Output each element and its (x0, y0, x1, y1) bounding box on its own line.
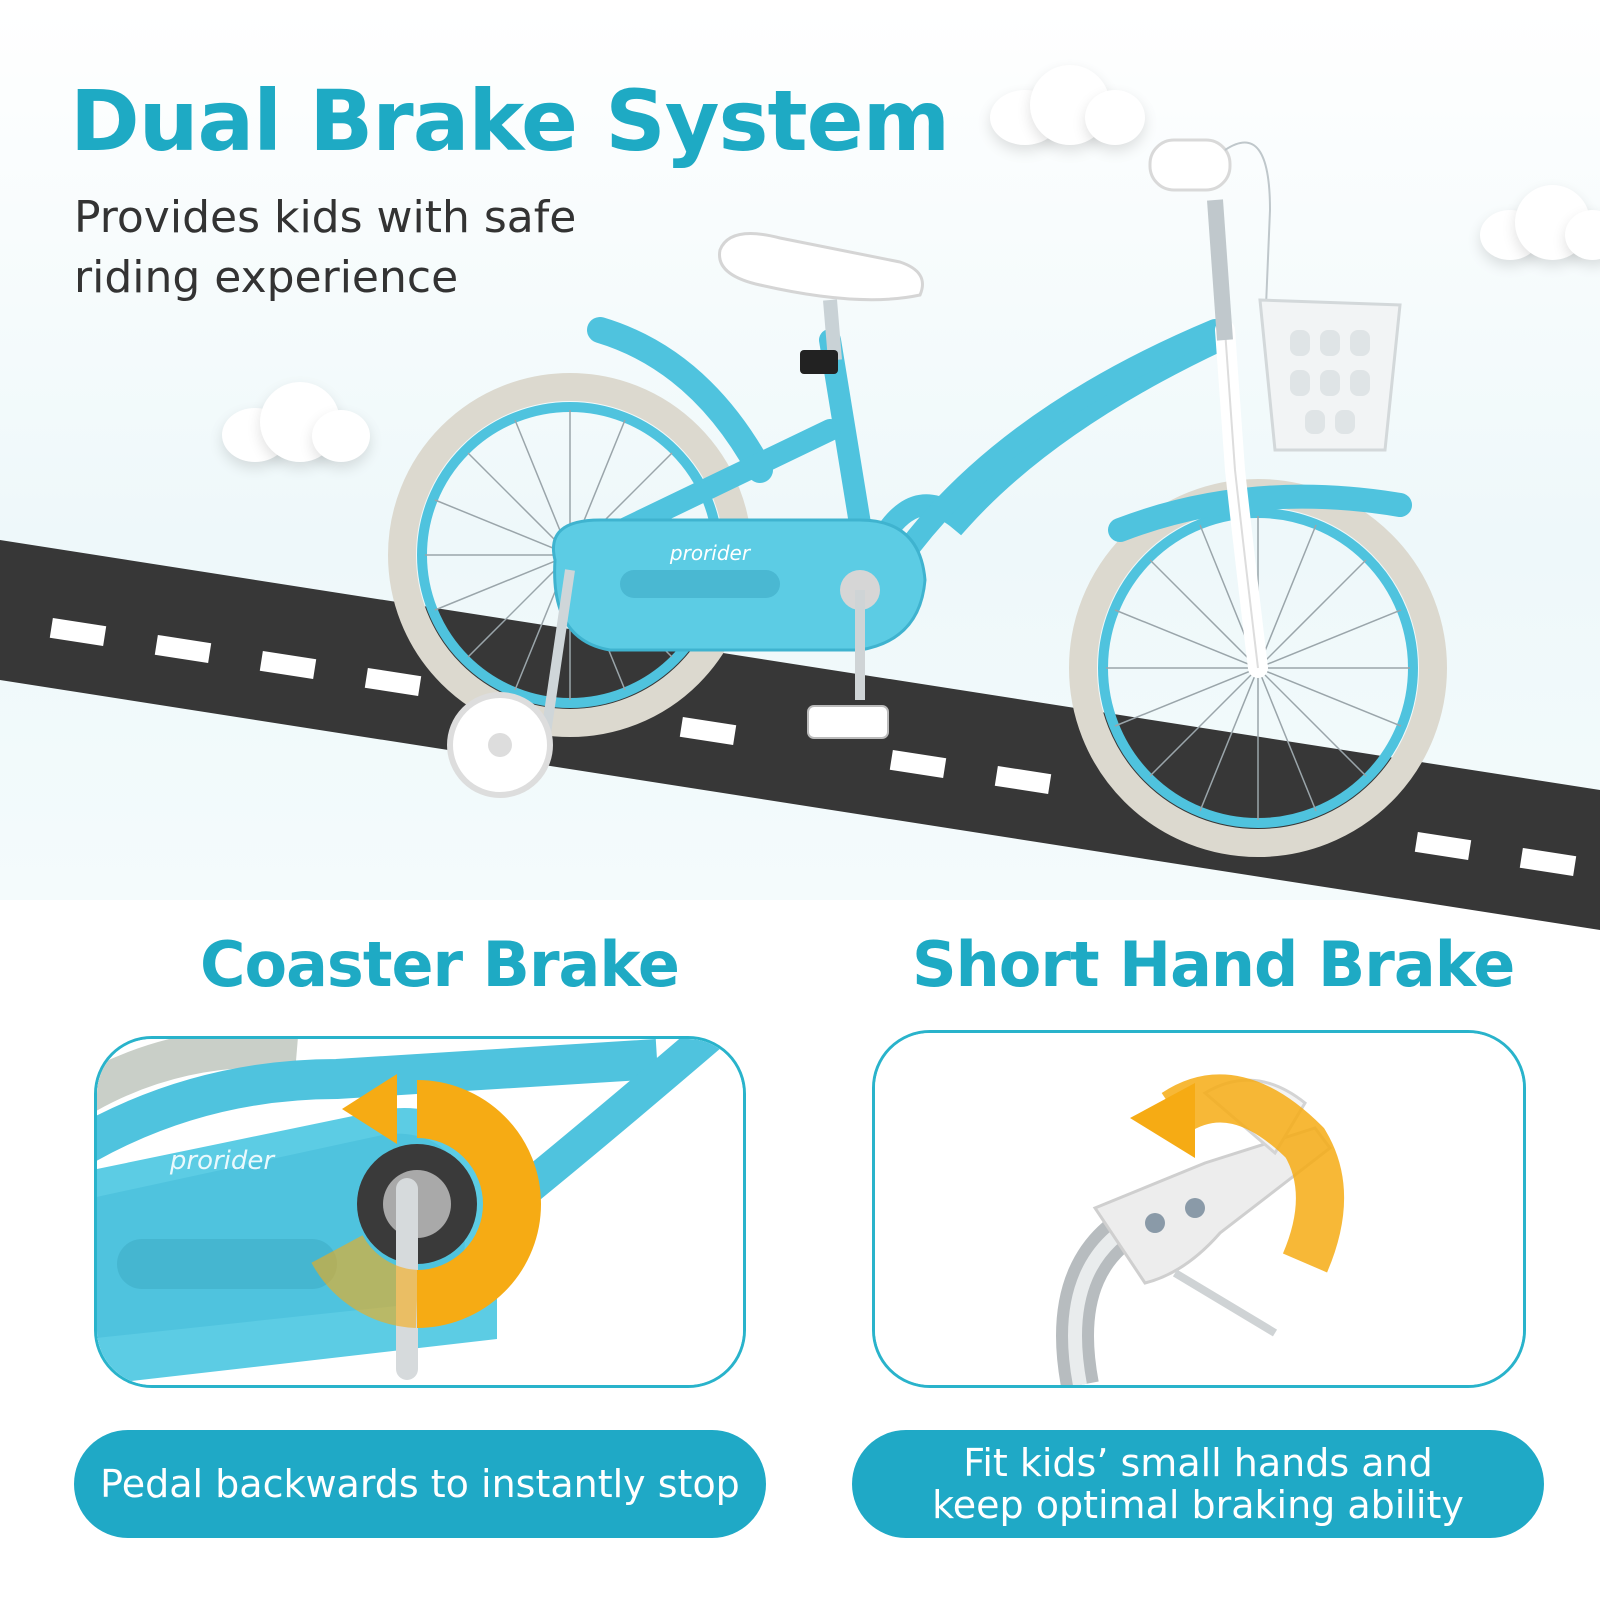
front-basket (1258, 298, 1402, 452)
hand-brake-title: Short Hand Brake (912, 928, 1515, 1001)
page-title: Dual Brake System (70, 72, 950, 170)
rear-fender (587, 317, 773, 483)
seat-clamp (800, 350, 838, 374)
bike-seat (718, 232, 924, 302)
hand-brake-caption-text: Fit kids’ small hands and keep optimal b… (932, 1441, 1464, 1527)
brake-cable (1224, 141, 1272, 331)
hand-brake-caption: Fit kids’ small hands and keep optimal b… (852, 1430, 1544, 1538)
cloud-icon (222, 380, 372, 470)
chain-guard-brand-label: prorider (669, 541, 752, 565)
cloud-icon (1480, 180, 1600, 270)
pedal (807, 705, 889, 739)
handlebar-grip (1148, 138, 1232, 192)
seat-post (823, 299, 842, 361)
chain-guard: prorider (552, 518, 927, 652)
front-fork-outline (1224, 329, 1259, 669)
handlebar-stem (1207, 199, 1233, 341)
coaster-brake-caption-text: Pedal backwards to instantly stop (100, 1462, 740, 1506)
squeeze-arrow-icon (1130, 1074, 1344, 1273)
cloud-icon (990, 60, 1150, 150)
coaster-brake-illustration: prorider (97, 1039, 743, 1385)
coaster-brand-label: prorider (169, 1146, 277, 1176)
kids-bike-illustration: prorider (388, 138, 1447, 857)
hand-brake-closeup (872, 1030, 1526, 1388)
page-subtitle: Provides kids with safe riding experienc… (74, 192, 577, 303)
coaster-brake-closeup: prorider (94, 1036, 746, 1388)
backward-rotation-arrow-icon (311, 1074, 541, 1328)
front-fender (1108, 484, 1412, 542)
hand-brake-illustration (875, 1033, 1523, 1385)
training-wheel (447, 569, 575, 798)
coaster-brake-title: Coaster Brake (200, 928, 680, 1001)
coaster-brake-caption: Pedal backwards to instantly stop (74, 1430, 766, 1538)
